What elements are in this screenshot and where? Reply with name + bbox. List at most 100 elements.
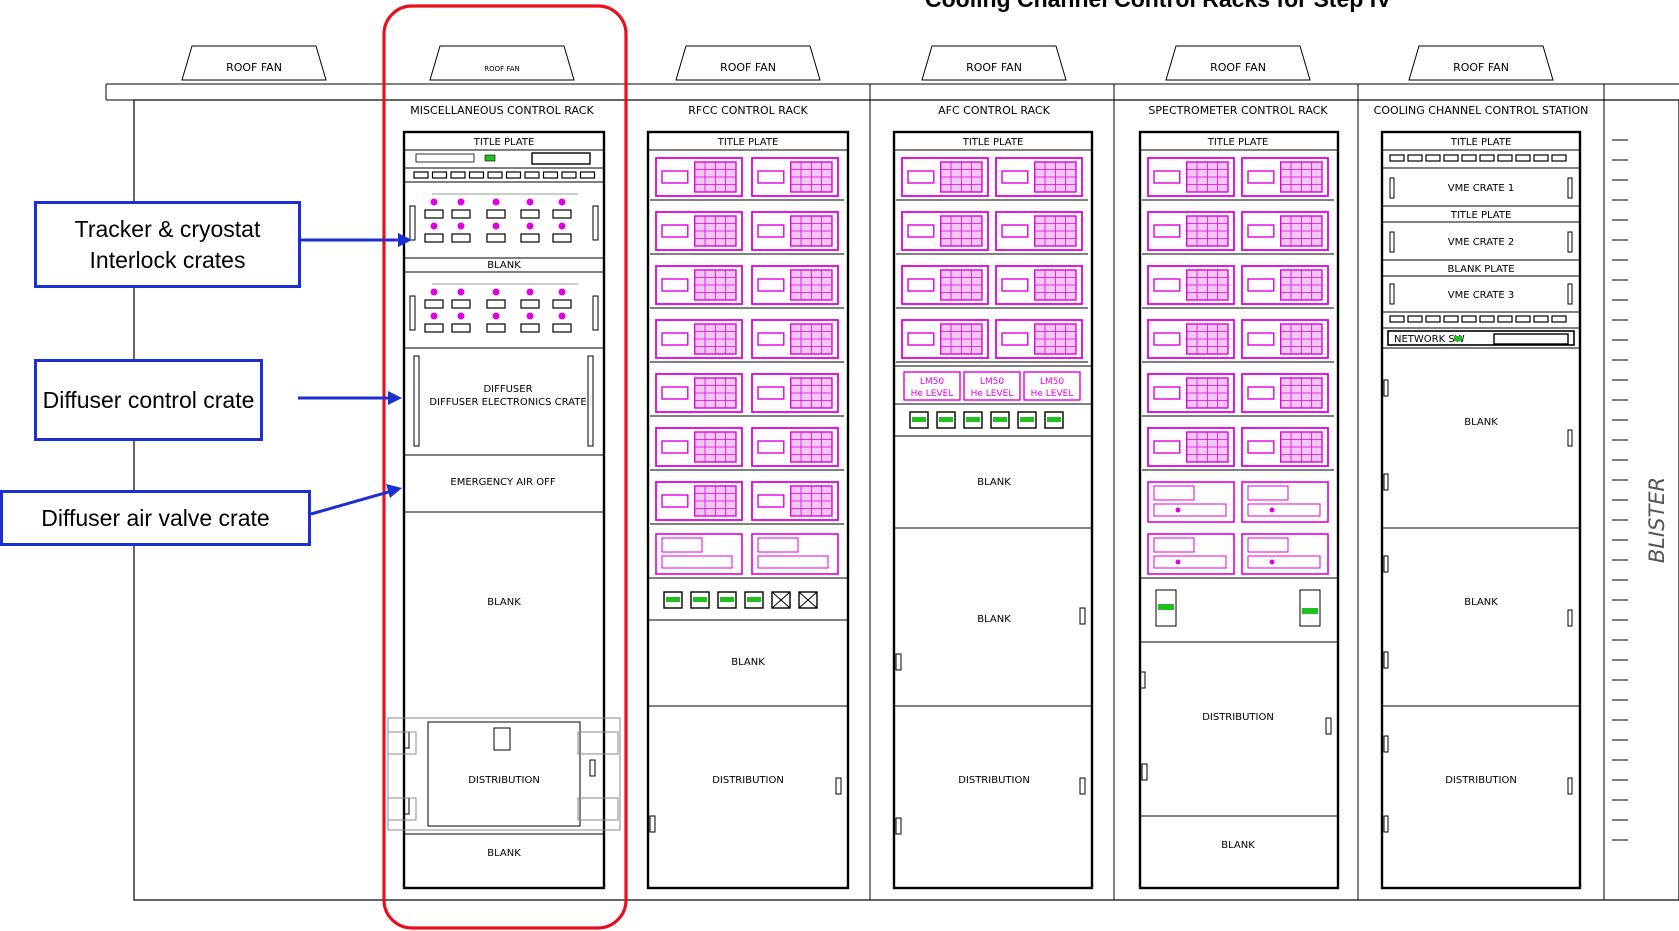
module-frame (995, 319, 1083, 359)
indicator-lamp (430, 198, 438, 206)
roof-fan-label: ROOF FAN (226, 61, 282, 74)
svg-text:He LEVEL: He LEVEL (971, 389, 1014, 399)
roof-fan-shape (921, 45, 1067, 81)
indicator-lamp (526, 198, 534, 206)
module-frame (655, 373, 743, 413)
handle (409, 205, 416, 241)
blank-label: BLANK (1464, 597, 1498, 608)
module-frame (751, 481, 839, 521)
slot (1515, 154, 1531, 162)
roof-fan: ROOF FAN (1408, 45, 1554, 81)
module-display (661, 332, 689, 346)
connector (486, 233, 506, 243)
module-display (1247, 224, 1275, 238)
indicator-lamp (558, 312, 566, 320)
indicator-lamp (430, 312, 438, 320)
status-lamp-led (720, 597, 734, 602)
slot (1497, 154, 1513, 162)
connector (520, 299, 540, 309)
title-plate-label: TITLE PLATE (1450, 210, 1512, 221)
connector (520, 233, 540, 243)
distribution-label: DISTRIBUTION (468, 775, 540, 786)
indicator-lamp (457, 222, 465, 230)
module-display (661, 170, 689, 184)
slot (487, 171, 503, 179)
slot (1551, 154, 1567, 162)
module-display (1247, 170, 1275, 184)
power-supply-module (995, 319, 1083, 359)
connector (486, 299, 506, 309)
power-supply-module (655, 427, 743, 467)
slot (1389, 154, 1405, 162)
controller-display (1247, 485, 1289, 501)
connector (451, 299, 471, 309)
connector (424, 209, 444, 219)
slot (524, 171, 540, 179)
controller-display (1153, 537, 1195, 553)
module-frame (655, 319, 743, 359)
power-supply-module (1147, 427, 1235, 467)
roof-fan: ROOF FAN (1165, 45, 1311, 81)
slot (1533, 154, 1549, 162)
controller-knob (1269, 559, 1275, 565)
module-display (1153, 170, 1181, 184)
module-frame (1241, 373, 1329, 413)
module-display (661, 440, 689, 454)
controller-controls (1247, 555, 1321, 569)
power-supply-module (1147, 157, 1235, 197)
module-display (1153, 224, 1181, 238)
power-supply-module (995, 157, 1083, 197)
vme-crate-2: VME CRATE 2 (1448, 237, 1515, 248)
module-frame (1241, 427, 1329, 467)
power-supply-module (751, 265, 839, 305)
module-frame (1241, 157, 1329, 197)
power-supply-module (655, 211, 743, 251)
interlock-crate-1 (409, 193, 599, 243)
indicator-lamp (526, 288, 534, 296)
indicator-lamp (492, 312, 500, 320)
slot (468, 171, 485, 179)
distribution-label: DISTRIBUTION (1202, 712, 1274, 723)
module-frame (1147, 157, 1235, 197)
status-lamp-led (1047, 417, 1061, 422)
module-display (907, 278, 935, 292)
roof-fan: ROOF FAN (921, 45, 1067, 81)
blank-label: BLANK (977, 477, 1011, 488)
controller-controls (1153, 555, 1227, 569)
module-display (1001, 224, 1029, 238)
controller-knob (1175, 507, 1181, 513)
controller-module (1147, 533, 1235, 575)
blank-label: BLANK (487, 848, 521, 859)
power-supply-module (1241, 265, 1329, 305)
module-display (1153, 332, 1181, 346)
controller-controls (1153, 503, 1227, 517)
power-supply-module (901, 265, 989, 305)
cooling-station-rack: TITLE PLATE VME CRATE 1 TITLE PLATE VME … (1380, 130, 1582, 890)
module-display (1247, 332, 1275, 346)
he-level-label: LM50 (920, 377, 945, 387)
slot-strip (1389, 154, 1567, 162)
connector (451, 233, 471, 243)
module-display (661, 494, 689, 508)
svg-text:LM50: LM50 (980, 377, 1005, 387)
connector (552, 209, 572, 219)
roof-fan-label: ROOF FAN (720, 61, 776, 74)
rack-frame (892, 130, 1094, 890)
slot (1443, 154, 1459, 162)
module-display (757, 278, 785, 292)
status-lamp-led (912, 417, 926, 422)
spectrometer-modules (1142, 157, 1334, 471)
module-display (757, 386, 785, 400)
diffuser-electronics-label: DIFFUSER (483, 384, 532, 395)
controller-module (1241, 533, 1329, 575)
module-frame (751, 319, 839, 359)
status-lamp-led (693, 597, 707, 602)
power-supply-module (1147, 319, 1235, 359)
module-display (907, 224, 935, 238)
power-supply-module (1241, 319, 1329, 359)
power-supply-module (1147, 211, 1235, 251)
slot (413, 171, 429, 179)
arrow-head (388, 391, 402, 405)
power-supply-module (901, 211, 989, 251)
module-frame (751, 211, 839, 251)
